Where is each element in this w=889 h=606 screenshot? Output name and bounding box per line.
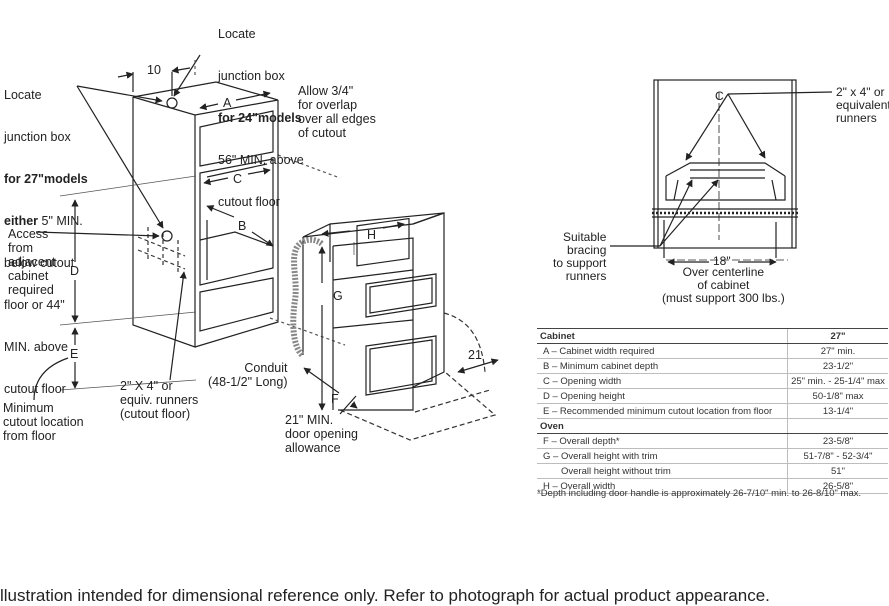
junction-box-24-circle [166, 97, 178, 109]
row-label: E – Recommended minimum cutout location … [537, 403, 788, 419]
locate-24-line2: junction box [218, 69, 285, 83]
row-value: 13-1/4" [787, 403, 888, 419]
oven-outline [302, 212, 445, 411]
locate-27-line8: cutout floor [4, 382, 66, 396]
letter-f: F [331, 392, 339, 406]
table-row: A – Cabinet width required 27" min. [537, 343, 888, 359]
row-value: 23-1/2" [787, 358, 888, 374]
row-value: 51-7/8" - 52-3/4" [787, 448, 888, 464]
row-label: B – Minimum cabinet depth [537, 358, 788, 374]
table-row: H – Overall width 26-5/8" [537, 478, 888, 494]
locate-24-label: Locate junction box for 24"models 56" MI… [218, 0, 304, 223]
row-value: 27" min. [787, 343, 888, 359]
letter-a: A [223, 96, 232, 110]
letter-b: B [238, 219, 247, 233]
oven-header-row: Oven [537, 418, 888, 434]
access-label: Access from adjacent cabinet required [8, 227, 56, 297]
bracing-label: Suitable bracing to support runners [553, 230, 607, 283]
table-row: F – Overall depth* 23-5/8" [537, 433, 888, 449]
dim-10-label: 10 [147, 63, 161, 77]
allow-overlap-label: Allow 3/4" for overlap over all edges of… [298, 84, 376, 140]
conduit-label: Conduit (48-1/2" Long) [208, 361, 288, 389]
letter-d: D [70, 264, 80, 278]
table-row: C – Opening width 25" min. - 25-1/4" max [537, 373, 888, 389]
junction-box-27-circle [161, 230, 173, 242]
locate-27-bold1: for 27"models [4, 172, 88, 186]
locate-27-bold2: either [4, 214, 39, 228]
row-label: Overall height without trim [537, 463, 788, 479]
runners-label: 2" X 4" or equiv. runners (cutout floor) [120, 379, 199, 421]
size-header: 27" [787, 328, 888, 344]
row-value: 51" [787, 463, 888, 479]
row-value: 50-1/8" max [787, 388, 888, 404]
locate-24-line1: Locate [218, 27, 256, 41]
row-label: C – Opening width [537, 373, 788, 389]
row-label: G – Overall height with trim [537, 448, 788, 464]
row-label: H – Overall width [537, 478, 788, 494]
row-value: 26-5/8" [787, 478, 888, 494]
oven-header: Oven [537, 418, 788, 434]
locate-27-line6: floor or 44" [4, 298, 65, 312]
locate-24-bold: for 24"models [218, 111, 302, 125]
row-label: F – Overall depth* [537, 433, 788, 449]
locate-27-line1: Locate [4, 88, 42, 102]
table-row: B – Minimum cabinet depth 23-1/2" [537, 358, 888, 374]
table-row: G – Overall height with trim 51-7/8" - 5… [537, 448, 888, 464]
table-row: D – Opening height 50-1/8" max [537, 388, 888, 404]
table-row: Overall height without trim 51" [537, 463, 888, 479]
locate-27-line2: junction box [4, 130, 71, 144]
table-row: E – Recommended minimum cutout location … [537, 403, 888, 419]
centerline-symbol: C [715, 89, 724, 103]
door-allowance-label: 21" MIN. door opening allowance [285, 413, 358, 455]
locate-27-rest2: 5" MIN. [38, 214, 83, 228]
letter-c: C [233, 172, 243, 186]
dim-21-label: 21 [468, 348, 482, 362]
table-header-row: Cabinet 27" [537, 328, 888, 344]
row-value: 23-5/8" [787, 433, 888, 449]
locate-27-label: Locate junction box for 27"models either… [4, 60, 88, 410]
locate-27-line7: MIN. above [4, 340, 68, 354]
disclaimer-text: llustration intended for dimensional ref… [0, 586, 770, 605]
centerline-text: Over centerline of cabinet (must support… [662, 265, 785, 305]
row-label: A – Cabinet width required [537, 343, 788, 359]
locate-27-line5: below cutout [4, 256, 75, 270]
row-label: D – Opening height [537, 388, 788, 404]
locate-24-line5: cutout floor [218, 195, 280, 209]
row-value: 25" min. - 25-1/4" max [787, 373, 888, 389]
cabinet-outline [132, 81, 279, 348]
letter-g: G [333, 289, 343, 303]
cabinet-header: Cabinet [537, 328, 788, 344]
letter-e: E [70, 347, 79, 361]
cross-section [610, 79, 833, 266]
runners-right-label: 2" x 4" or equivalent runners [836, 85, 889, 125]
spec-table: Cabinet 27" A – Cabinet width required 2… [537, 328, 888, 494]
centerline-dim-label: 18" [713, 254, 731, 268]
min-cutout-label: Minimum cutout location from floor [3, 401, 84, 443]
oven-header-value [787, 418, 888, 434]
conduit-coil [290, 236, 324, 358]
cabinet-dashed-runners [137, 227, 186, 275]
locate-24-line4: 56" MIN. above [218, 153, 304, 167]
letter-h: H [367, 228, 377, 242]
table-footnote: *Depth including door handle is approxim… [537, 488, 862, 499]
